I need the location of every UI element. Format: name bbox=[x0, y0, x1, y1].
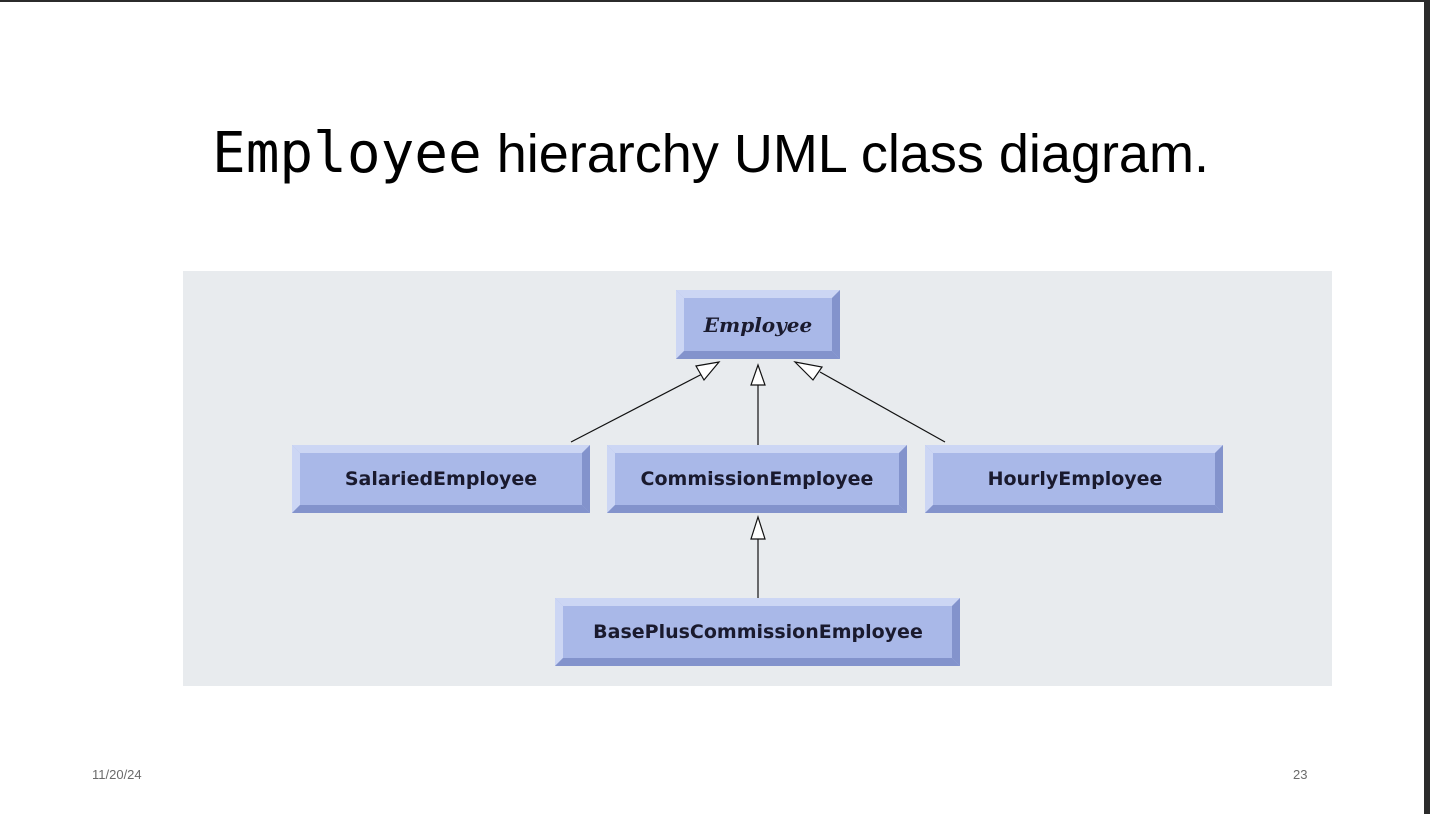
generalization-line-hourly-employee bbox=[819, 371, 946, 443]
class-box-hourly-employee: HourlyEmployee bbox=[925, 445, 1223, 513]
slide-title-text: hierarchy UML class diagram. bbox=[481, 124, 1209, 184]
class-box-salaried-employee: SalariedEmployee bbox=[292, 445, 590, 513]
generalization-arrowhead-base-plus-commission-employee bbox=[750, 515, 766, 540]
slide-page-number: 23 bbox=[1293, 767, 1308, 782]
uml-class-diagram-svg: Employee SalariedEmployee CommissionEmpl… bbox=[292, 290, 1223, 666]
generalization-arrowhead-commission-employee bbox=[750, 363, 766, 386]
slide-frame-top bbox=[0, 0, 1430, 2]
class-name-hourly-employee: HourlyEmployee bbox=[988, 468, 1163, 490]
generalization-line-salaried-employee bbox=[570, 371, 707, 443]
class-name-employee: Employee bbox=[703, 313, 812, 337]
slide-title: Employee hierarchy UML class diagram. bbox=[212, 118, 1209, 204]
class-name-salaried-employee: SalariedEmployee bbox=[345, 468, 537, 490]
class-box-employee: Employee bbox=[676, 290, 840, 359]
uml-diagram: Employee SalariedEmployee CommissionEmpl… bbox=[183, 271, 1332, 686]
class-box-base-plus-commission-employee: BasePlusCommissionEmployee bbox=[555, 598, 960, 666]
slide-date: 11/20/24 bbox=[92, 767, 142, 782]
generalization-arrowhead-hourly-employee bbox=[793, 361, 824, 381]
slide-title-code: Employee bbox=[212, 121, 482, 186]
class-name-base-plus-commission-employee: BasePlusCommissionEmployee bbox=[593, 621, 923, 643]
generalization-arrowhead-salaried-employee bbox=[695, 361, 721, 382]
slide-frame-right bbox=[1424, 0, 1430, 814]
class-box-commission-employee: CommissionEmployee bbox=[607, 445, 907, 513]
class-name-commission-employee: CommissionEmployee bbox=[641, 468, 874, 490]
